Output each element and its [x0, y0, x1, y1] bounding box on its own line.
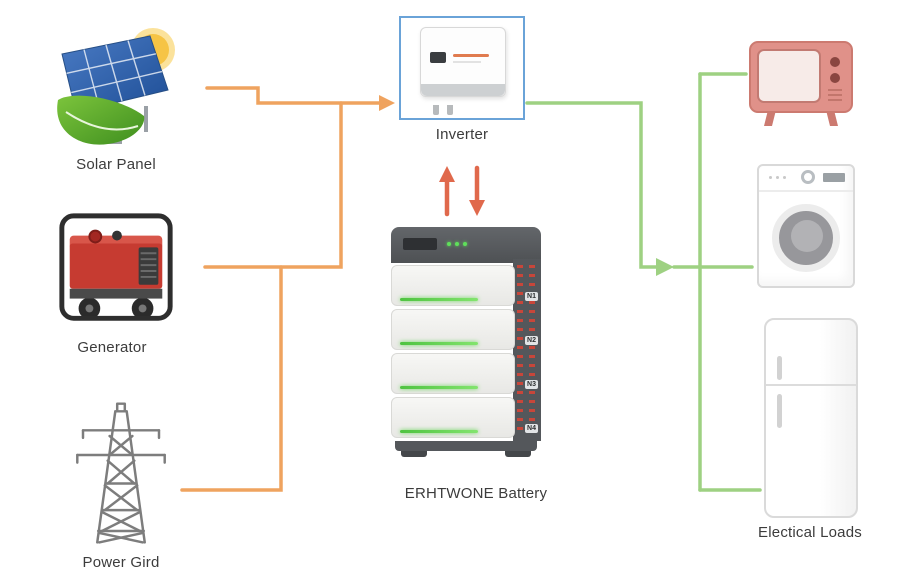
battery-charge-arrowhead	[439, 166, 455, 182]
inverter-icon	[399, 16, 525, 120]
battery-vent-dots	[529, 265, 535, 435]
loads-label: Electical Loads	[758, 524, 862, 541]
inverter-display	[430, 52, 446, 63]
battery-led-strip	[400, 430, 478, 433]
inverter-label-line	[453, 61, 481, 63]
battery-led-strip	[400, 386, 478, 389]
battery-foot	[505, 451, 531, 457]
inverter-logo	[453, 54, 489, 57]
washer-indicator	[776, 176, 779, 179]
battery-vent-dots	[517, 265, 523, 435]
generator-label: Generator	[77, 339, 147, 356]
battery-base	[395, 441, 537, 451]
fridge-handle-top	[777, 356, 782, 380]
inverter-connector	[433, 105, 439, 115]
source-arrowhead	[379, 95, 395, 111]
battery-led	[463, 242, 467, 246]
washer-display	[823, 173, 845, 182]
inverter-label: Inverter	[435, 126, 489, 143]
generator-wire	[203, 101, 343, 269]
washer-indicator	[769, 176, 772, 179]
inverter-connector	[447, 105, 453, 115]
washer-drum-highlight	[791, 220, 823, 252]
power-grid-icon	[62, 398, 180, 550]
battery-control-unit	[391, 227, 541, 263]
battery-module: N1	[391, 265, 538, 306]
inverter-device	[420, 27, 506, 115]
battery-module: N4	[391, 397, 538, 438]
battery-label: ERHTWONE Battery	[404, 485, 548, 502]
battery-led	[447, 242, 451, 246]
fridge-door-split	[766, 384, 856, 386]
battery-display	[403, 238, 437, 250]
solar-panel-label: Solar Panel	[76, 156, 156, 173]
washer-knob	[801, 170, 815, 184]
battery-side-rail	[513, 259, 541, 441]
battery-led	[455, 242, 459, 246]
inverter-to-loads-wire	[525, 101, 658, 269]
washing-machine-icon	[757, 164, 855, 288]
battery-led-strip	[400, 298, 478, 301]
battery-icon: N1 N2 N3 N4	[391, 227, 541, 459]
battery-module: N2	[391, 309, 538, 350]
washer-indicator	[783, 176, 786, 179]
washer-drum	[772, 204, 840, 272]
battery-module: N3	[391, 353, 538, 394]
battery-led-strip	[400, 342, 478, 345]
inverter-base-band	[421, 84, 505, 96]
battery-module-tag: N1	[525, 292, 538, 301]
grid-wire	[180, 265, 283, 492]
battery-module-tag: N4	[525, 424, 538, 433]
generator-icon	[52, 208, 180, 336]
solar-wire	[205, 86, 381, 105]
loads-arrowhead	[656, 258, 674, 276]
battery-module-tag: N3	[525, 380, 538, 389]
battery-foot	[401, 451, 427, 457]
battery-discharge-arrowhead	[469, 200, 485, 216]
battery-module-tag: N2	[525, 336, 538, 345]
tv-icon	[748, 40, 858, 130]
power-grid-label: Power Gird	[82, 554, 160, 571]
solar-panel-icon	[50, 20, 190, 160]
washer-control-panel	[759, 166, 853, 192]
refrigerator-icon	[764, 318, 858, 518]
fridge-handle-bottom	[777, 394, 782, 428]
